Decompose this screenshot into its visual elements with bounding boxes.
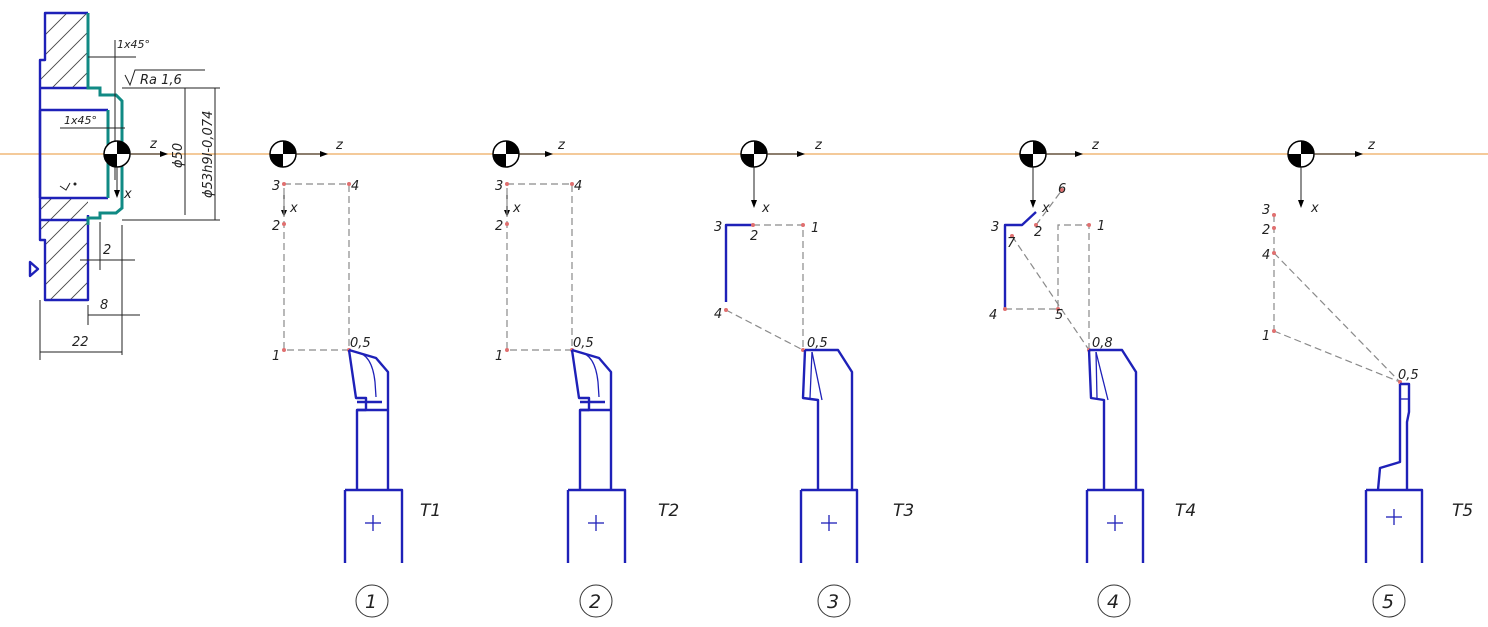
tool-4-panel: z x 3 2 1 6 7 4 5 0,8 T4 4 xyxy=(989,138,1196,618)
axis-z-3: z xyxy=(814,138,823,153)
point-2-t3: 2 xyxy=(750,229,758,244)
roughness-label: Ra 1,6 xyxy=(140,73,182,88)
tool-path-1 xyxy=(283,183,350,351)
nose-radius-t4: 0,8 xyxy=(1092,336,1113,351)
point-3-t3: 3 xyxy=(714,220,722,235)
step-number-5: 5 xyxy=(1382,591,1394,613)
step-circle-1 xyxy=(355,584,389,618)
point-3-t5: 3 xyxy=(1262,203,1270,218)
part-axis-x: x xyxy=(123,187,132,202)
tool-label-t3: T3 xyxy=(893,501,914,521)
point-4-t3: 4 xyxy=(714,307,722,322)
dim-22-label: 22 xyxy=(72,335,89,350)
axis-z-5: z xyxy=(1367,138,1376,153)
tool-path-4a xyxy=(1005,224,1090,350)
tool-path-4c xyxy=(1035,189,1063,226)
point-1-t2: 1 xyxy=(495,349,503,364)
axis-x-4: x xyxy=(1041,201,1050,216)
point-4-t1: 4 xyxy=(351,179,359,194)
chamfer-mid-label: 1x45° xyxy=(64,114,97,127)
point-2-t4: 2 xyxy=(1034,225,1042,240)
point-3-t1: 3 xyxy=(272,179,280,194)
step-number-3: 3 xyxy=(827,591,839,613)
origin-marker-2 xyxy=(492,140,553,168)
point-5-t4: 5 xyxy=(1055,308,1063,323)
point-7-t4: 7 xyxy=(1007,236,1016,251)
tool-3-panel: z x 3 2 1 4 0,5 T3 3 xyxy=(714,138,914,618)
point-1-t3: 1 xyxy=(811,221,819,236)
axis-z-1: z xyxy=(335,138,344,153)
step-circle-2 xyxy=(579,584,613,618)
part-axis-z: z xyxy=(149,137,158,152)
axis-x-2: x xyxy=(512,201,521,216)
tool-label-t2: T2 xyxy=(658,501,679,521)
grooving-tool-5 xyxy=(1364,382,1424,563)
nose-radius-t1: 0,5 xyxy=(350,336,371,351)
origin-marker-4 xyxy=(1019,140,1083,208)
tool-path-5b xyxy=(1273,252,1401,383)
boring-tool-4 xyxy=(1085,348,1145,563)
contour-3 xyxy=(724,223,753,302)
diameter-outer-label: ϕ53h9I-0,074 xyxy=(201,111,216,198)
step-number-2: 2 xyxy=(589,591,601,613)
tool-2-panel: z x 3 4 2 1 0,5 T2 2 xyxy=(492,138,679,618)
tool-label-t5: T5 xyxy=(1452,501,1473,521)
point-2-t2: 2 xyxy=(495,219,503,234)
point-4-t4: 4 xyxy=(989,308,997,323)
point-3-t4: 3 xyxy=(991,220,999,235)
axis-x-5: x xyxy=(1310,201,1319,216)
point-4-t5: 4 xyxy=(1262,248,1270,263)
origin-marker-1 xyxy=(269,140,328,168)
datum-triangle xyxy=(28,260,40,278)
tool-path-3b xyxy=(725,309,804,351)
contour-4 xyxy=(1003,211,1037,309)
tool-1-panel: z x 3 4 2 1 0,5 T1 1 xyxy=(269,138,441,618)
tool-label-t1: T1 xyxy=(420,501,441,521)
dim-2-label: 2 xyxy=(103,243,111,258)
step-number-1: 1 xyxy=(365,591,377,613)
step-circle-4 xyxy=(1097,584,1131,618)
part-origin-marker xyxy=(103,140,168,198)
step-circle-3 xyxy=(817,584,851,618)
boring-tool-3 xyxy=(799,348,859,563)
point-6-t4: 6 xyxy=(1058,182,1066,197)
nose-radius-t5: 0,5 xyxy=(1398,368,1419,383)
tool-path-4b xyxy=(1011,235,1090,351)
origin-marker-5 xyxy=(1287,140,1363,208)
boring-tool-1 xyxy=(343,348,404,563)
tool-label-t4: T4 xyxy=(1175,501,1196,521)
point-1-t1: 1 xyxy=(272,349,280,364)
axis-x-1: x xyxy=(289,201,298,216)
point-2-t1: 2 xyxy=(272,219,280,234)
boring-tool-2 xyxy=(566,348,627,563)
point-4-t2: 4 xyxy=(574,179,582,194)
roughness-symbol xyxy=(124,69,205,87)
nose-radius-t3: 0,5 xyxy=(807,336,828,351)
dim-8-label: 8 xyxy=(100,298,108,313)
axis-x-3: x xyxy=(761,201,770,216)
tool-5-panel: z x 3 2 4 1 0,5 T5 5 xyxy=(1262,138,1473,618)
point-1-t5: 1 xyxy=(1262,329,1270,344)
point-2-t5: 2 xyxy=(1262,223,1270,238)
axis-z-4: z xyxy=(1091,138,1100,153)
roughness-tick xyxy=(59,182,71,191)
nose-radius-t2: 0,5 xyxy=(573,336,594,351)
step-number-4: 4 xyxy=(1107,591,1119,613)
origin-marker-3 xyxy=(740,140,805,208)
tool-path-3a xyxy=(753,224,804,350)
point-1-t4: 1 xyxy=(1097,219,1105,234)
part-drawing: 1x45° Ra 1,6 1x45° ϕ50 ϕ53h9I-0,074 2 8 … xyxy=(28,11,220,360)
point-3-t2: 3 xyxy=(495,179,503,194)
step-circle-5 xyxy=(1372,584,1406,618)
axis-z-2: z xyxy=(557,138,566,153)
chamfer-top-label: 1x45° xyxy=(117,38,150,51)
diameter-inner-label: ϕ50 xyxy=(171,143,186,168)
tool-path-5c xyxy=(1273,330,1401,383)
tool-path-2 xyxy=(506,183,573,351)
